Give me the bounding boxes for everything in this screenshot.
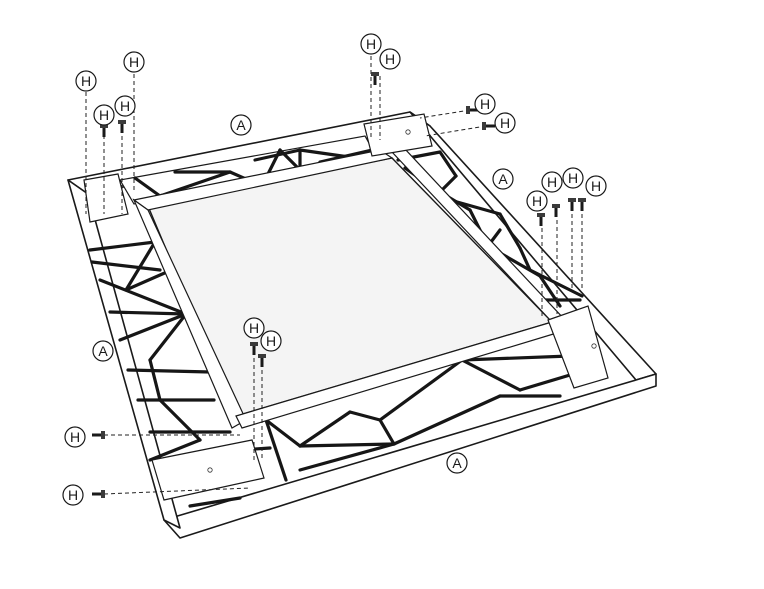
rail-left xyxy=(67,179,181,529)
screw-icon xyxy=(92,490,105,498)
corner-bracket-back-left xyxy=(83,173,129,223)
svg-text:H: H xyxy=(120,98,130,114)
svg-text:A: A xyxy=(98,343,108,359)
callout-h: H xyxy=(260,330,282,352)
callout-h: H xyxy=(585,175,607,197)
callout-a-front: A xyxy=(446,452,468,474)
screw-icon xyxy=(258,354,266,367)
callout-h: H xyxy=(526,190,548,212)
callout-h: H xyxy=(379,48,401,70)
svg-text:H: H xyxy=(70,429,80,445)
screw-icon xyxy=(371,72,379,85)
svg-text:H: H xyxy=(366,36,376,52)
screw-icon xyxy=(466,106,479,114)
screw-icon xyxy=(568,198,576,211)
svg-text:A: A xyxy=(498,171,508,187)
screws xyxy=(92,72,586,498)
screw-icon xyxy=(552,204,560,217)
corner-bracket-back-right xyxy=(363,113,433,157)
callout-h: H xyxy=(541,171,563,193)
screw-icon xyxy=(100,124,108,137)
callout-h: H xyxy=(62,484,84,506)
svg-text:H: H xyxy=(547,174,557,190)
pattern-front xyxy=(188,354,582,508)
callout-h: H xyxy=(93,104,115,126)
callout-a-left: A xyxy=(92,340,114,362)
callout-h: H xyxy=(123,51,145,73)
callout-h: H xyxy=(562,167,584,189)
svg-text:H: H xyxy=(385,51,395,67)
rail-front xyxy=(163,373,657,539)
hardware-callouts: H H H H H H H H H H H H H H H H xyxy=(62,33,607,506)
svg-text:H: H xyxy=(480,96,490,112)
svg-text:H: H xyxy=(99,107,109,123)
leader-lines xyxy=(85,56,583,495)
callout-h: H xyxy=(360,33,382,55)
svg-text:H: H xyxy=(568,170,578,186)
svg-text:H: H xyxy=(68,487,78,503)
svg-text:A: A xyxy=(236,117,246,133)
callout-a-right: A xyxy=(492,168,514,190)
callout-h: H xyxy=(114,95,136,117)
svg-text:H: H xyxy=(249,320,259,336)
callout-h: H xyxy=(75,70,97,92)
svg-text:A: A xyxy=(452,455,462,471)
svg-text:H: H xyxy=(266,333,276,349)
callout-h: H xyxy=(243,317,265,339)
svg-text:H: H xyxy=(500,115,510,131)
screw-icon xyxy=(482,122,495,130)
callout-h: H xyxy=(494,112,516,134)
rail-callouts: A A A A xyxy=(92,114,514,474)
svg-text:H: H xyxy=(129,54,139,70)
screw-icon xyxy=(537,213,545,226)
screw-icon xyxy=(578,198,586,211)
callout-a-back: A xyxy=(230,114,252,136)
callout-h: H xyxy=(64,426,86,448)
callout-h: H xyxy=(474,93,496,115)
corner-bracket-front-right xyxy=(547,305,609,389)
screw-icon xyxy=(250,342,258,355)
svg-text:H: H xyxy=(532,193,542,209)
svg-text:H: H xyxy=(591,178,601,194)
svg-text:H: H xyxy=(81,73,91,89)
screw-icon xyxy=(118,120,126,133)
screw-icon xyxy=(92,431,105,439)
